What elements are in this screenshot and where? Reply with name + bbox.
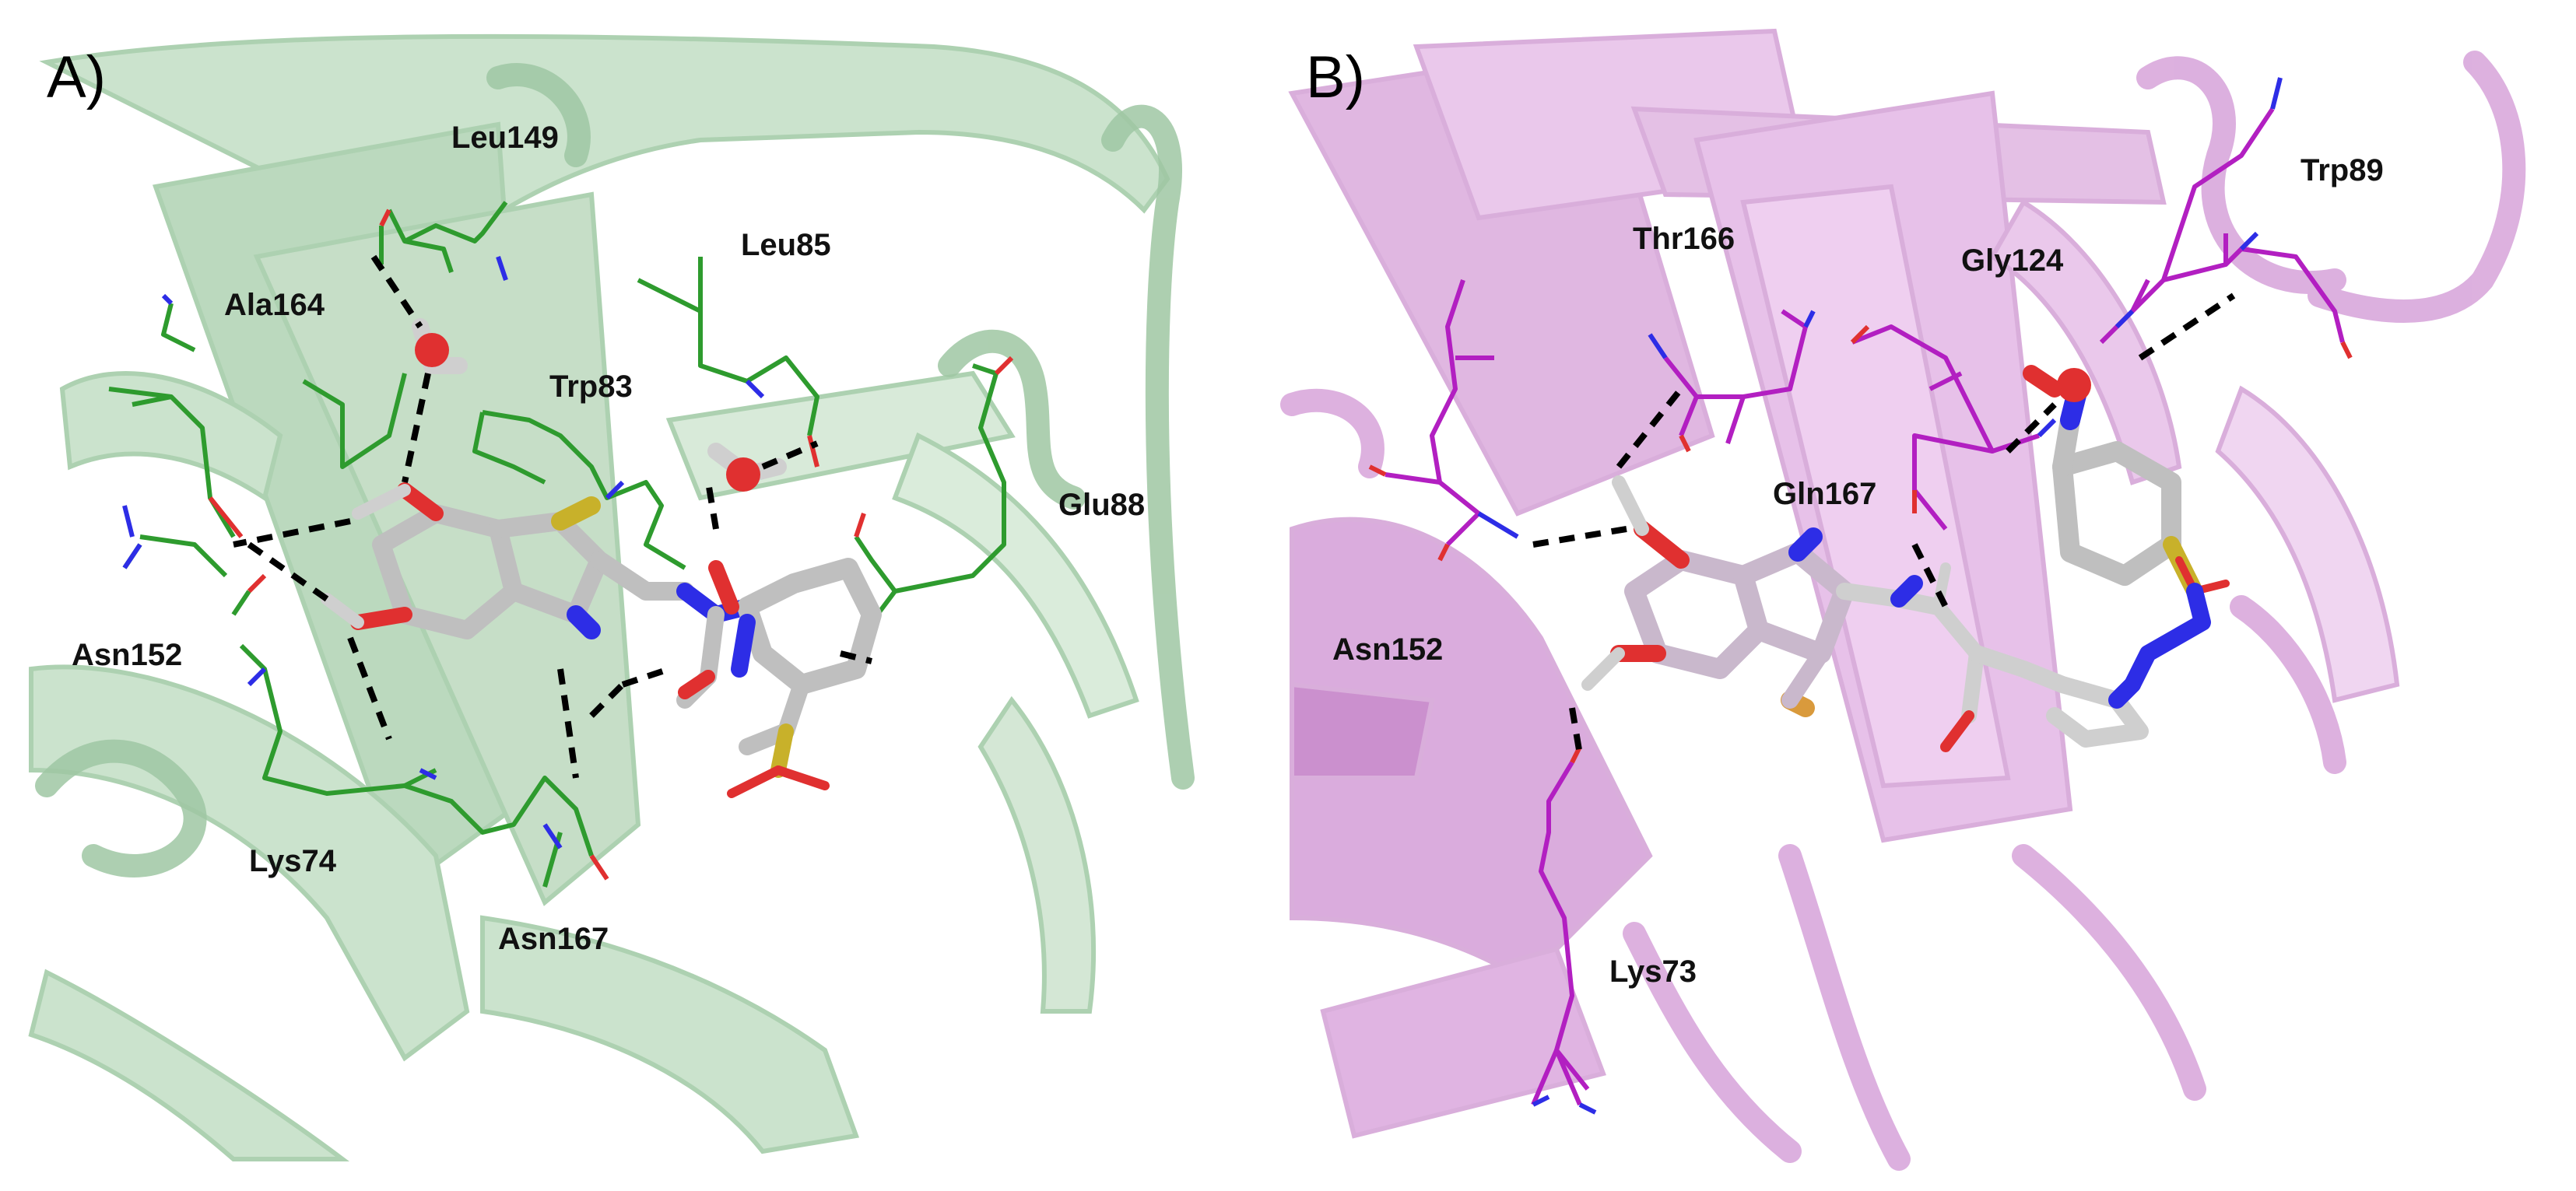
panel-a: A) Leu149 Leu85 Ala164 Trp83 Glu88 Asn15… bbox=[28, 31, 1244, 1161]
panel-a-hydrogen-bonds bbox=[233, 254, 872, 779]
panel-a-heteroatom-sticks bbox=[122, 208, 1014, 881]
residue-label-asn167: Asn167 bbox=[498, 922, 609, 956]
residue-label-glu88: Glu88 bbox=[1058, 488, 1145, 522]
residue-label-lys74: Lys74 bbox=[249, 844, 337, 878]
panel-b-letter: B) bbox=[1306, 44, 1365, 110]
residue-label-leu85: Leu85 bbox=[741, 228, 831, 262]
panel-b: B) Thr166 Gly124 Trp89 Gln167 Asn152 Lys… bbox=[1280, 28, 2553, 1171]
residue-label-ala164: Ala164 bbox=[224, 288, 325, 322]
panel-b-loops bbox=[1280, 51, 2526, 1171]
panel-b-ligand bbox=[1581, 365, 2230, 752]
panel-b-protein-cartoon bbox=[1288, 28, 2400, 1139]
panel-a-ligand bbox=[321, 482, 882, 798]
panel-a-letter: A) bbox=[47, 44, 106, 110]
residue-label-gln167: Gln167 bbox=[1773, 477, 1876, 511]
residue-label-lys73: Lys73 bbox=[1609, 955, 1697, 989]
panel-a-water-molecules bbox=[412, 318, 787, 492]
panel-b-hydrogen-bonds bbox=[1532, 292, 2236, 755]
panel-b-residue-sticks bbox=[1385, 107, 2345, 1106]
residue-label-trp89: Trp89 bbox=[2301, 153, 2384, 187]
residue-label-thr166: Thr166 bbox=[1633, 222, 1735, 256]
residue-label-asn152: Asn152 bbox=[72, 638, 182, 672]
residue-label-asn152: Asn152 bbox=[1332, 632, 1443, 667]
panel-a-loops bbox=[35, 63, 1195, 877]
residue-label-gly124: Gly124 bbox=[1961, 243, 2064, 278]
panel-b-heteroatom-sticks bbox=[1368, 77, 2353, 1115]
residue-label-trp83: Trp83 bbox=[549, 370, 633, 404]
residue-label-leu149: Leu149 bbox=[451, 121, 559, 155]
